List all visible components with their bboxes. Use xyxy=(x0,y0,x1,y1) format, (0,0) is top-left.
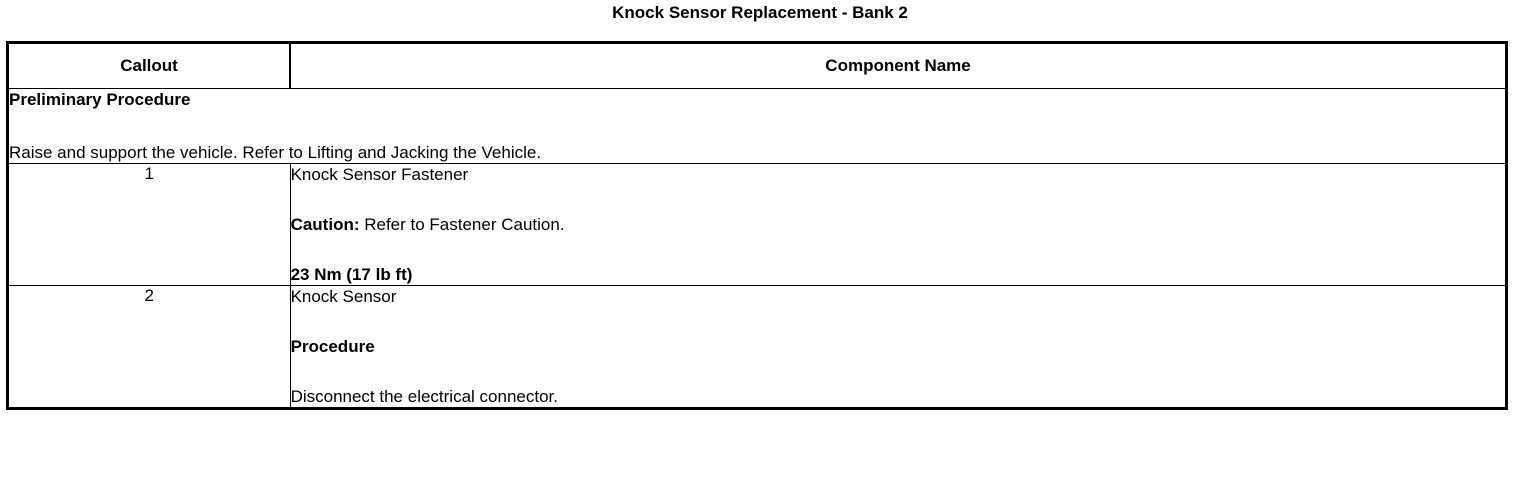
table-header: Callout Component Name xyxy=(7,42,1508,89)
callout-number-2: 2 xyxy=(7,285,291,409)
caution-text-1: Refer to Fastener Caution. xyxy=(359,215,565,234)
caution-label-1: Caution: xyxy=(290,215,360,234)
preliminary-procedure-heading: Preliminary Procedure xyxy=(9,90,191,109)
preliminary-procedure-cell: Preliminary Procedure Raise and support … xyxy=(7,88,1507,164)
table-row: 2 Knock Sensor Procedure Disconnect the … xyxy=(7,285,1508,409)
table-row: 1 Knock Sensor Fastener Caution: Refer t… xyxy=(7,163,1508,286)
component-detail-cell-2: Knock Sensor Procedure Disconnect the el… xyxy=(289,285,1508,409)
table-body: Preliminary Procedure Raise and support … xyxy=(7,88,1508,409)
component-name-2: Knock Sensor xyxy=(290,287,397,306)
column-header-component-name: Component Name xyxy=(289,42,1508,89)
table-header-row: Callout Component Name xyxy=(7,42,1508,89)
callout-number-1: 1 xyxy=(7,163,291,286)
spec-table-wrapper: Callout Component Name Preliminary Proce… xyxy=(6,41,1508,410)
procedure-label-2: Procedure xyxy=(290,337,375,356)
preliminary-procedure-text: Raise and support the vehicle. Refer to … xyxy=(9,143,542,162)
component-spec-table: Callout Component Name Preliminary Proce… xyxy=(6,41,1508,410)
torque-spec-1: 23 Nm (17 lb ft) xyxy=(290,265,413,284)
table-row-preliminary: Preliminary Procedure Raise and support … xyxy=(7,88,1507,164)
column-header-callout: Callout xyxy=(7,42,292,89)
caution-note-1: Caution: Refer to Fastener Caution. xyxy=(291,214,1505,235)
component-detail-cell-1: Knock Sensor Fastener Caution: Refer to … xyxy=(289,163,1508,286)
component-name-1: Knock Sensor Fastener xyxy=(290,165,469,184)
page-title: Knock Sensor Replacement - Bank 2 xyxy=(612,3,908,22)
procedure-text-2: Disconnect the electrical connector. xyxy=(290,387,558,406)
